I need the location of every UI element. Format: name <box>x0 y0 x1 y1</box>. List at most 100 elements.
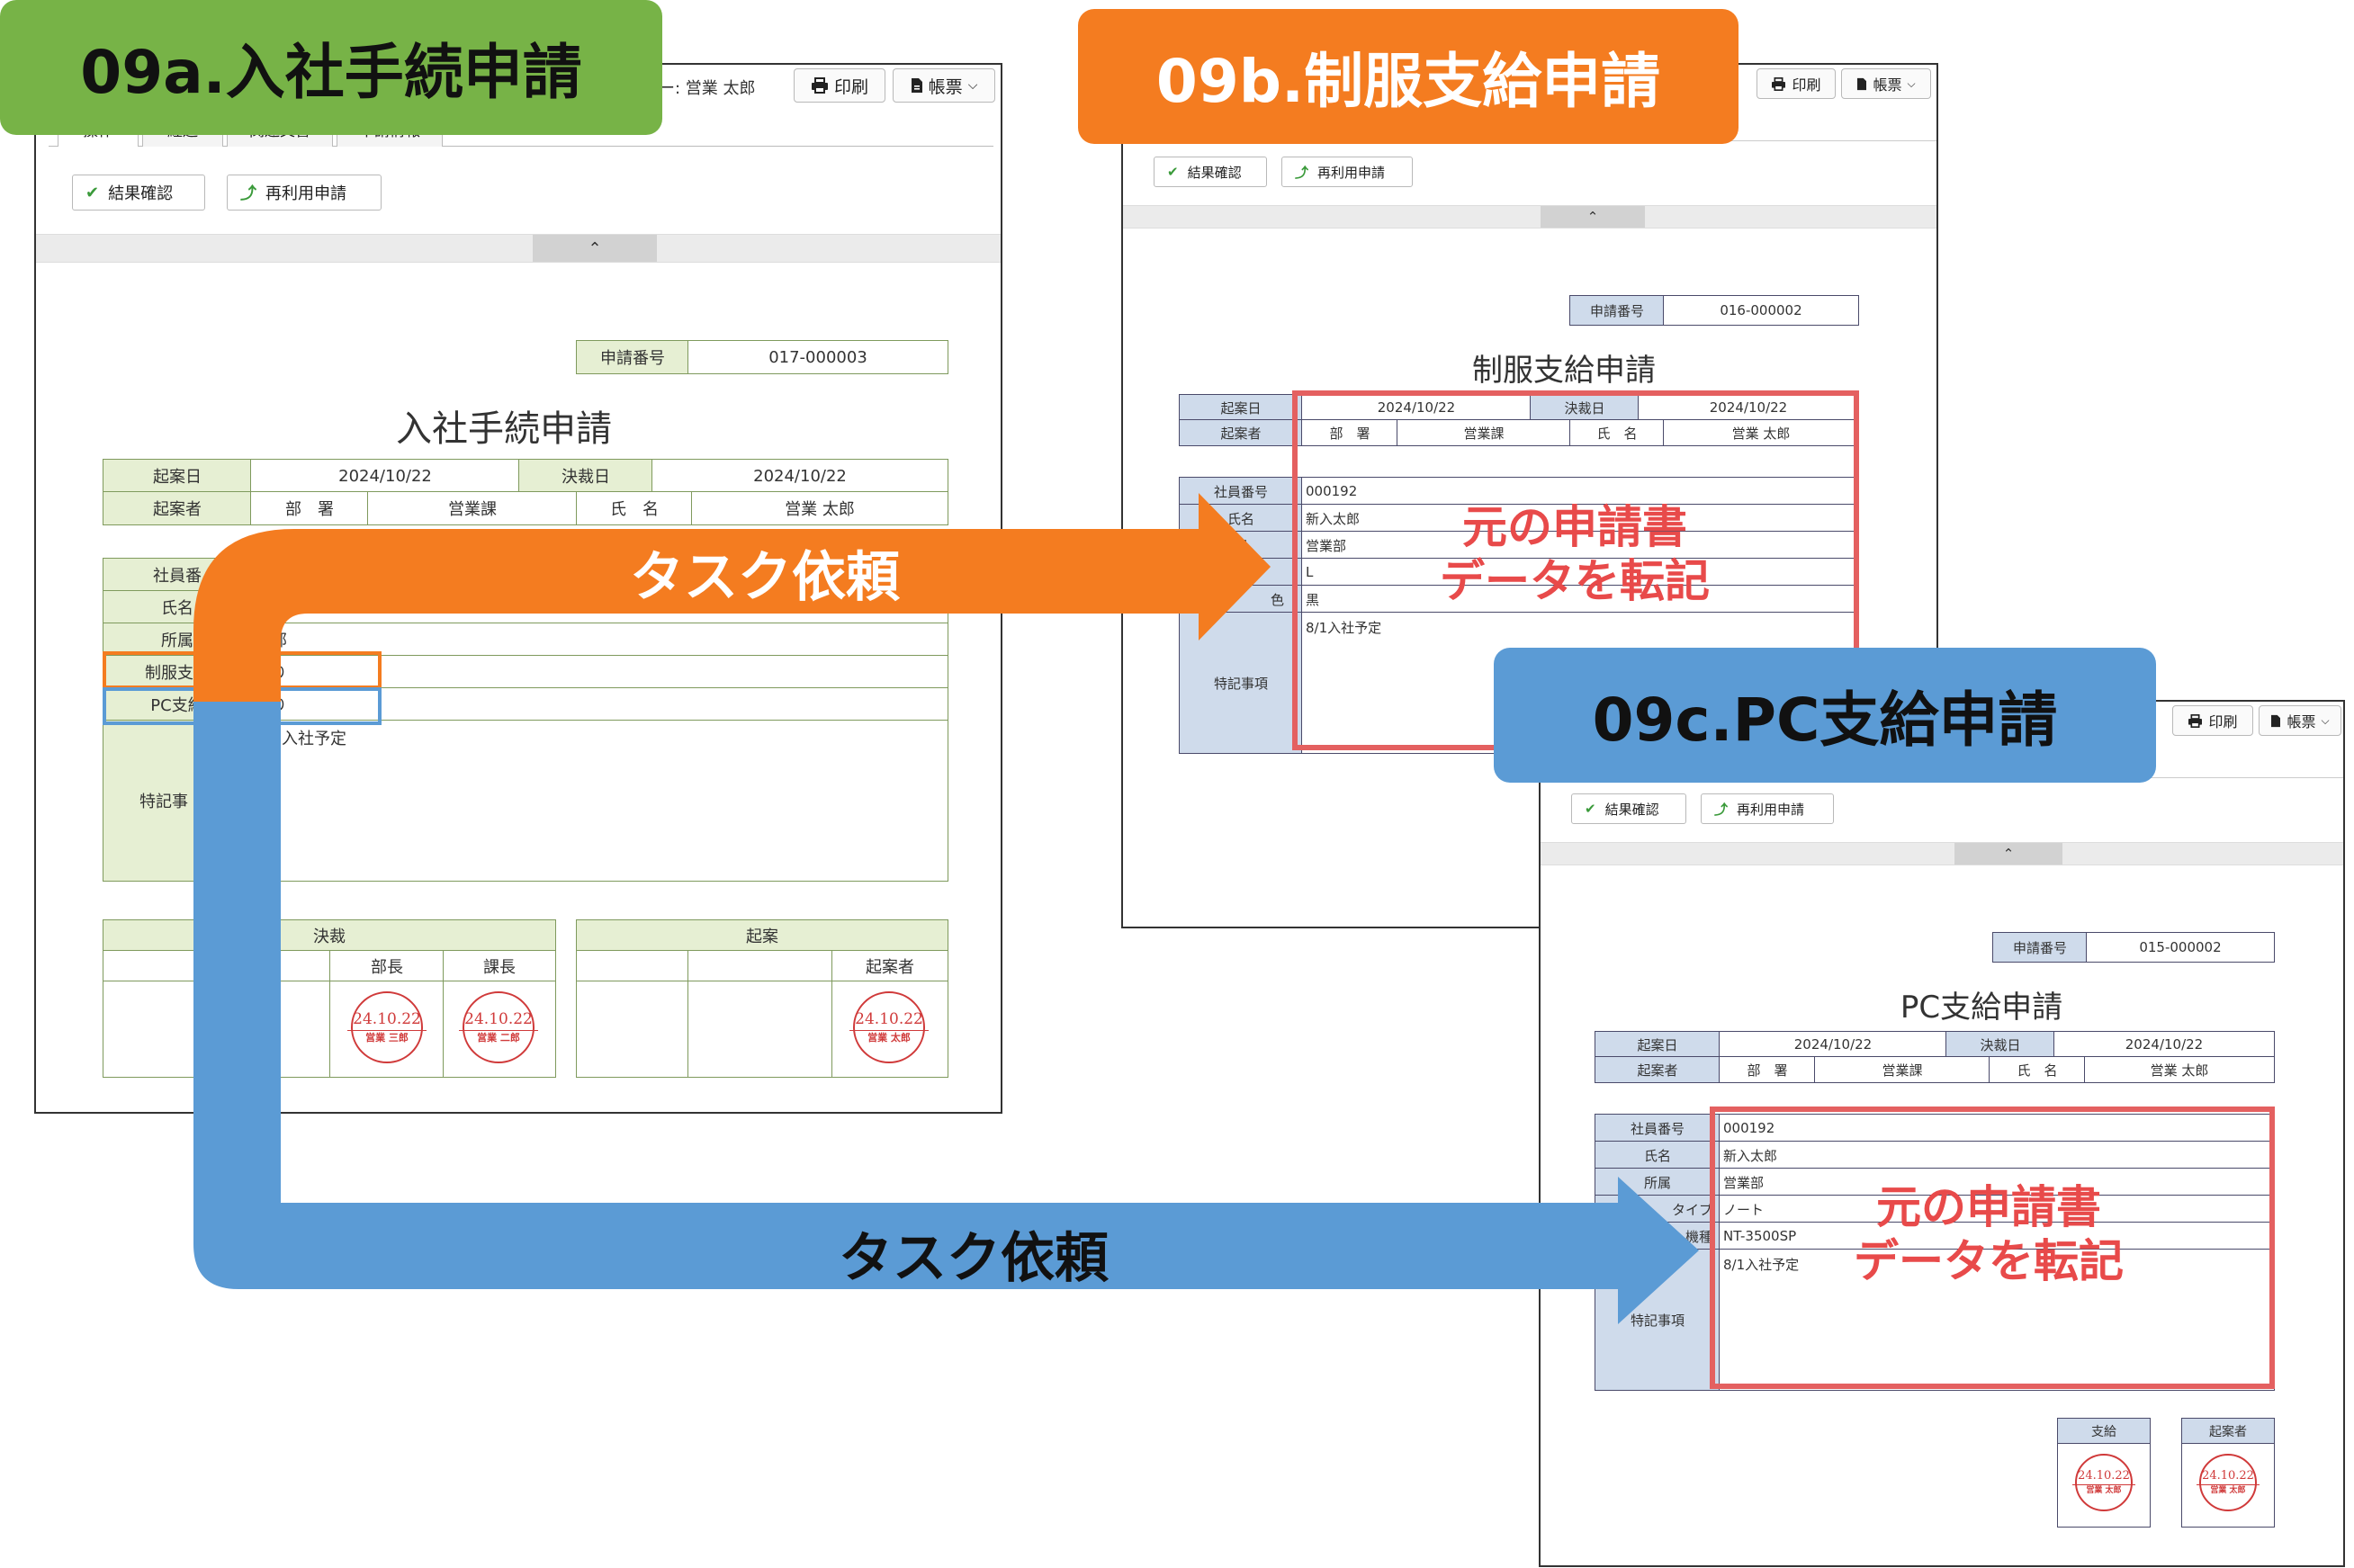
employee-name-label: 氏名 <box>1595 1141 1721 1169</box>
chevron-down-icon: ⌵ <box>967 78 978 93</box>
transfer-highlight-c <box>1710 1107 2275 1389</box>
confirm-result-button[interactable]: ✔ 結果確認 <box>1154 157 1267 187</box>
print-label: 印刷 <box>833 76 868 97</box>
affiliation-value: 営業部 <box>1719 1168 2275 1196</box>
request-number-label: 申請番号 <box>1992 932 2088 963</box>
report-button[interactable]: 帳票 ⌵ <box>893 68 995 103</box>
badge-nyusha: 09a.入社手続申請 <box>0 0 662 135</box>
collapse-bar: ⌃ <box>1123 205 1936 228</box>
affiliation-label: 所属 <box>1595 1168 1721 1196</box>
request-number-value: 017-000003 <box>687 340 948 374</box>
stamp-col-supply: 支給 <box>2057 1418 2151 1445</box>
reuse-request-button[interactable]: ⤴ 再利用申請 <box>1701 793 1834 824</box>
dept-value: 営業課 <box>1397 419 1571 446</box>
task-request-label-blue: タスク依頼 <box>839 1227 1109 1290</box>
seal-supply: 24.10.22 営業 太郎 <box>2072 1454 2135 1511</box>
seal-drafter: 24.10.22 営業 太郎 <box>2197 1454 2260 1511</box>
chevron-up-icon: ⌃ <box>1586 209 1599 225</box>
print-button[interactable]: 印刷 <box>1757 68 1836 99</box>
print-label: 印刷 <box>2208 713 2238 730</box>
dept-value: 営業課 <box>1814 1056 1990 1083</box>
task-request-label-orange: タスク依頼 <box>630 546 900 609</box>
affiliation-value: 営業部 <box>1301 531 1859 560</box>
draft-date-value: 2024/10/22 <box>1301 394 1532 421</box>
report-button[interactable]: 帳票 ⌵ <box>1841 68 1931 99</box>
draft-box-drafter-col: 起案者 <box>831 950 948 982</box>
printer-icon <box>811 77 829 94</box>
badge-pc: 09c.PC支給申請 <box>1494 648 2156 783</box>
dept-value: 営業課 <box>367 491 578 525</box>
transfer-note-line1: 元の申請書 <box>1462 501 1687 553</box>
seal-section-chief: 24.10.22 営業 二郎 <box>459 991 538 1063</box>
report-label: 帳票 <box>928 76 963 97</box>
collapse-bar: ⌃ <box>36 234 1001 263</box>
decision-date-value: 2024/10/22 <box>2053 1031 2275 1058</box>
collapse-toggle[interactable]: ⌃ <box>533 235 657 262</box>
reuse-request-label: 再利用申請 <box>265 184 346 203</box>
collapse-toggle[interactable]: ⌃ <box>1541 206 1645 228</box>
confirm-result-label: 結果確認 <box>1187 164 1242 181</box>
seal-name: 営業 二郎 <box>477 1031 520 1044</box>
document-icon <box>1856 77 1867 91</box>
check-icon: ✔ <box>85 183 100 202</box>
transfer-note-line2: データを転記 <box>1440 555 1710 607</box>
reuse-request-button[interactable]: ⤴ 再利用申請 <box>227 175 382 211</box>
name-label: 氏 名 <box>1989 1056 2086 1083</box>
report-label: 帳票 <box>1873 76 1902 94</box>
document-icon <box>2270 714 2281 728</box>
draft-box-blank-1 <box>576 950 689 982</box>
name-value: 営業 太郎 <box>691 491 948 525</box>
confirm-result-button[interactable]: ✔ 結果確認 <box>1571 793 1686 824</box>
drafter-label: 起案者 <box>103 491 252 525</box>
dept-label: 部 署 <box>1719 1056 1816 1083</box>
arrow-to-uniform-form <box>193 493 1271 702</box>
reuse-request-label: 再利用申請 <box>1737 801 1805 818</box>
arrow-to-pc-form <box>193 702 1699 1324</box>
share-icon: ⤴ <box>240 184 256 203</box>
check-icon: ✔ <box>1585 801 1596 817</box>
remarks-value: 8/1入社予定 <box>1719 1249 2275 1391</box>
printer-icon <box>2188 713 2203 728</box>
share-icon: ⤴ <box>1295 164 1309 181</box>
check-icon: ✔ <box>1167 164 1179 180</box>
share-icon: ⤴ <box>1714 801 1729 818</box>
report-button[interactable]: 帳票 ⌵ <box>2259 705 2341 736</box>
seal-drafter: 24.10.22 営業 太郎 <box>849 991 929 1063</box>
stamp-col-drafter: 起案者 <box>2181 1418 2275 1445</box>
form-title: PC支給申請 <box>1900 990 2063 1026</box>
seal-date: 24.10.22 <box>849 1011 929 1031</box>
user-name: ー: 営業 太郎 <box>659 79 756 98</box>
form-title: 制服支給申請 <box>1472 353 1656 389</box>
seal-date: 24.10.22 <box>2197 1470 2260 1485</box>
remarks-value: 入社予定 <box>250 720 948 882</box>
print-button[interactable]: 印刷 <box>2172 705 2253 736</box>
transfer-note-line2: データを転記 <box>1854 1235 2124 1287</box>
printer-icon <box>1771 76 1786 91</box>
print-label: 印刷 <box>1792 76 1821 94</box>
confirm-result-label: 結果確認 <box>108 184 174 203</box>
draft-box-area-1 <box>576 981 689 1078</box>
confirm-result-label: 結果確認 <box>1604 801 1659 818</box>
dept-label: 部 署 <box>250 491 369 525</box>
transfer-note-c: 元の申請書 データを転記 <box>1818 1180 2160 1288</box>
employee-no-label: 社員番号 <box>1595 1114 1721 1142</box>
transfer-note-b: 元の申請書 データを転記 <box>1404 500 1746 608</box>
draft-date-value: 2024/10/22 <box>1719 1031 1947 1058</box>
seal-name: 営業 三郎 <box>365 1031 409 1044</box>
print-button[interactable]: 印刷 <box>794 68 885 103</box>
confirm-result-button[interactable]: ✔ 結果確認 <box>72 175 205 211</box>
seal-manager: 24.10.22 営業 三郎 <box>347 991 427 1063</box>
approval-col-section-chief: 課長 <box>443 950 556 982</box>
request-number-value: 016-000002 <box>1663 295 1859 326</box>
document-icon <box>911 77 923 94</box>
chevron-down-icon: ⌵ <box>2321 713 2330 727</box>
draft-box-blank-2 <box>687 950 833 982</box>
reuse-request-button[interactable]: ⤴ 再利用申請 <box>1281 157 1413 187</box>
draft-date-label: 起案日 <box>103 459 252 493</box>
collapse-toggle[interactable]: ⌃ <box>1954 843 2062 865</box>
name-value: 営業 太郎 <box>1663 419 1859 446</box>
model-value: NT-3500SP <box>1719 1222 2275 1250</box>
employee-no-value: 000192 <box>1301 477 1859 506</box>
name-value: 営業 太郎 <box>2084 1056 2275 1083</box>
